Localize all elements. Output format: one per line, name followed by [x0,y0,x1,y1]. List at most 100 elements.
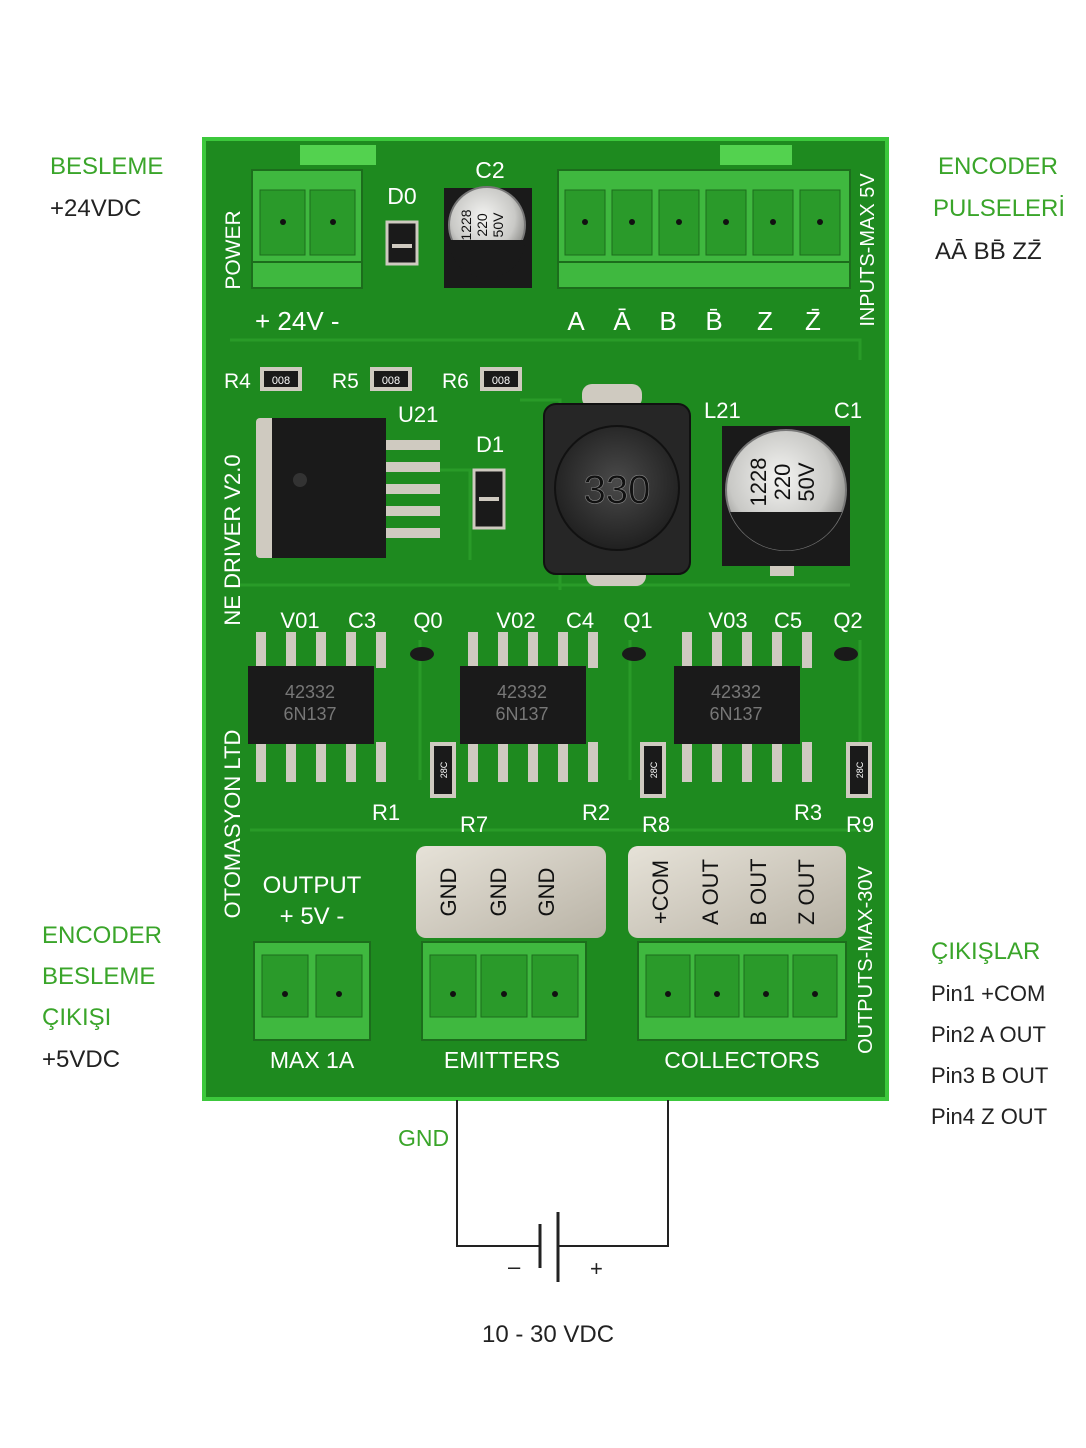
inputs-label: INPUTS-MAX 5V [857,173,879,327]
collector-pad-b: B OUT [746,858,771,925]
r7-code: 28C [439,761,449,778]
inductor-value: 330 [584,468,651,512]
ref-u21: U21 [398,402,438,427]
encoder-besleme-value: +5VDC [42,1046,121,1073]
ref-r3: R3 [794,800,822,825]
pin2-label: Pin2 A OUT [931,1022,1046,1047]
ref-q1: Q1 [623,608,652,633]
c1-cap-text-2: 220 [770,464,795,501]
regulator-u21 [256,418,440,558]
power-polarity: + 24V - [255,306,340,336]
r4-code: 008 [272,375,290,387]
ic-v03: 42332 6N137 [674,632,812,782]
output-polarity: + 5V - [280,903,345,930]
power-terminal[interactable] [251,169,363,289]
resistors-r7-r9: 28C 28C 28C [430,742,872,798]
tab-marker-right [720,145,792,165]
circuit-gnd-label: GND [398,1125,449,1151]
outputs-label: OUTPUTS-MAX-30V [855,865,877,1053]
r8-code: 28C [649,761,659,778]
ref-r8: R8 [642,812,670,837]
ic2-code: 42332 [497,682,547,702]
inductor-l21: 330 [543,384,691,586]
c1-cap-text-1: 1228 [746,458,771,507]
driver-label: NE DRIVER V2.0 [220,454,245,625]
external-circuit [456,1100,669,1282]
diode-d1 [472,468,506,530]
pin3-label: Pin3 B OUT [931,1063,1049,1088]
cikislar-title: ÇIKIŞLAR [931,938,1041,965]
input-pin-b: B [659,306,676,336]
output-title: OUTPUT [263,872,362,899]
c2-cap-text-1: 1228 [458,209,474,240]
ref-c4: C4 [566,608,594,633]
besleme-title: BESLEME [50,153,164,180]
power-label: POWER [222,210,245,289]
encoder-besleme-line1: ENCODER [42,922,163,949]
ref-d1: D1 [476,432,504,457]
collector-pad-a: A OUT [698,859,723,925]
input-pin-z-bar: Z̄ [805,306,821,336]
emitters-terminal[interactable] [421,941,587,1041]
ref-q0: Q0 [413,608,442,633]
capacitor-c2: 1228 220 50V [444,186,532,288]
r5-code: 008 [382,375,400,387]
ic2-part: 6N137 [495,704,548,724]
inputs-terminal[interactable] [557,169,851,289]
encoder-besleme-line2: BESLEME [42,963,156,990]
ic-v01: 42332 6N137 [248,632,386,782]
battery-plus: + [590,1256,603,1281]
ref-r7: R7 [460,812,488,837]
collector-pad-block: +COM A OUT B OUT Z OUT [628,846,846,938]
encoder-title: ENCODER [938,153,1059,180]
besleme-value: +24VDC [50,195,142,222]
pin4-label: Pin4 Z OUT [931,1104,1048,1129]
r9-code: 28C [855,761,865,778]
ref-r4: R4 [224,370,251,393]
company-label: OTOMASYON LTD [220,730,245,919]
ref-v02: V02 [496,608,535,633]
pin1-label: Pin1 +COM [931,981,1046,1006]
resistors-r4-r6: 008 008 008 [260,367,522,391]
gnd-pad-2: GND [486,868,511,917]
ref-q2: Q2 [833,608,862,633]
input-pin-z: Z [757,306,773,336]
ref-d0: D0 [387,183,416,209]
capacitor-c1: 1228 220 50V [722,426,850,576]
battery-minus: – [508,1254,521,1279]
ref-c1: C1 [834,398,862,423]
silkscreen: POWER + 24V - INPUTS-MAX 5V A Ā B B̄ Z Z… [220,157,879,1073]
ic1-part: 6N137 [283,704,336,724]
ref-v01: V01 [280,608,319,633]
output-5v-terminal[interactable] [253,941,371,1041]
ref-r9: R9 [846,812,874,837]
max-label: MAX 1A [270,1047,355,1073]
ic1-code: 42332 [285,682,335,702]
c2-cap-text-3: 50V [490,212,506,238]
gnd-pad-3: GND [534,868,559,917]
collector-pad-z: Z OUT [794,859,819,925]
ref-r6: R6 [442,370,469,393]
input-pin-a-bar: Ā [613,306,631,336]
ref-c3: C3 [348,608,376,633]
pcb-board [202,137,889,1101]
ic-v02: 42332 6N137 [460,632,598,782]
ref-c2: C2 [475,157,504,183]
encoder-besleme-line3: ÇIKIŞI [42,1004,112,1031]
tab-marker-left [300,145,376,165]
diode-d0 [385,220,419,266]
pulseleri-title: PULSELERİ [933,195,1066,222]
collectors-terminal[interactable] [637,941,847,1041]
ref-r1: R1 [372,800,400,825]
gnd-pad-block: GND GND GND [416,846,606,938]
ref-r2: R2 [582,800,610,825]
ic3-part: 6N137 [709,704,762,724]
input-pin-a: A [567,306,585,336]
collectors-label: COLLECTORS [664,1047,820,1073]
emitters-label: EMITTERS [444,1047,560,1073]
r6-code: 008 [492,375,510,387]
pulse-names: AĀ BB̄ ZZ̄ [935,238,1042,265]
transistors [410,647,858,661]
c2-cap-text-2: 220 [474,213,490,237]
voltage-range: 10 - 30 VDC [482,1321,614,1348]
